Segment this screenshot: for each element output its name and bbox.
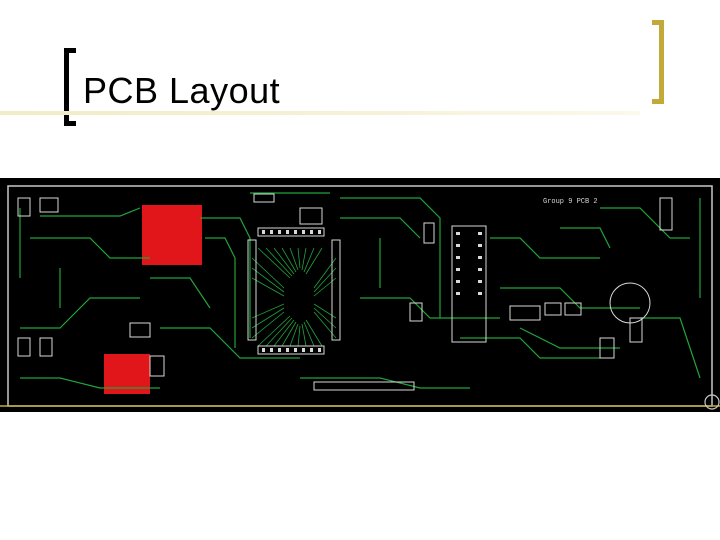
pcb-layout-image: Group 9 PCB 2 — [0, 178, 720, 412]
copper-pour-bottom — [104, 354, 150, 394]
title-bracket-right — [652, 20, 664, 104]
pcb-components — [17, 193, 673, 391]
pcb-pads — [262, 230, 482, 352]
mounting-hole — [704, 394, 720, 410]
pcb-board-label: Group 9 PCB 2 — [543, 198, 598, 206]
title-underline — [0, 111, 640, 115]
copper-pour-top — [142, 205, 202, 265]
slide-title: PCB Layout — [83, 70, 281, 111]
title-bracket-left — [64, 48, 76, 126]
